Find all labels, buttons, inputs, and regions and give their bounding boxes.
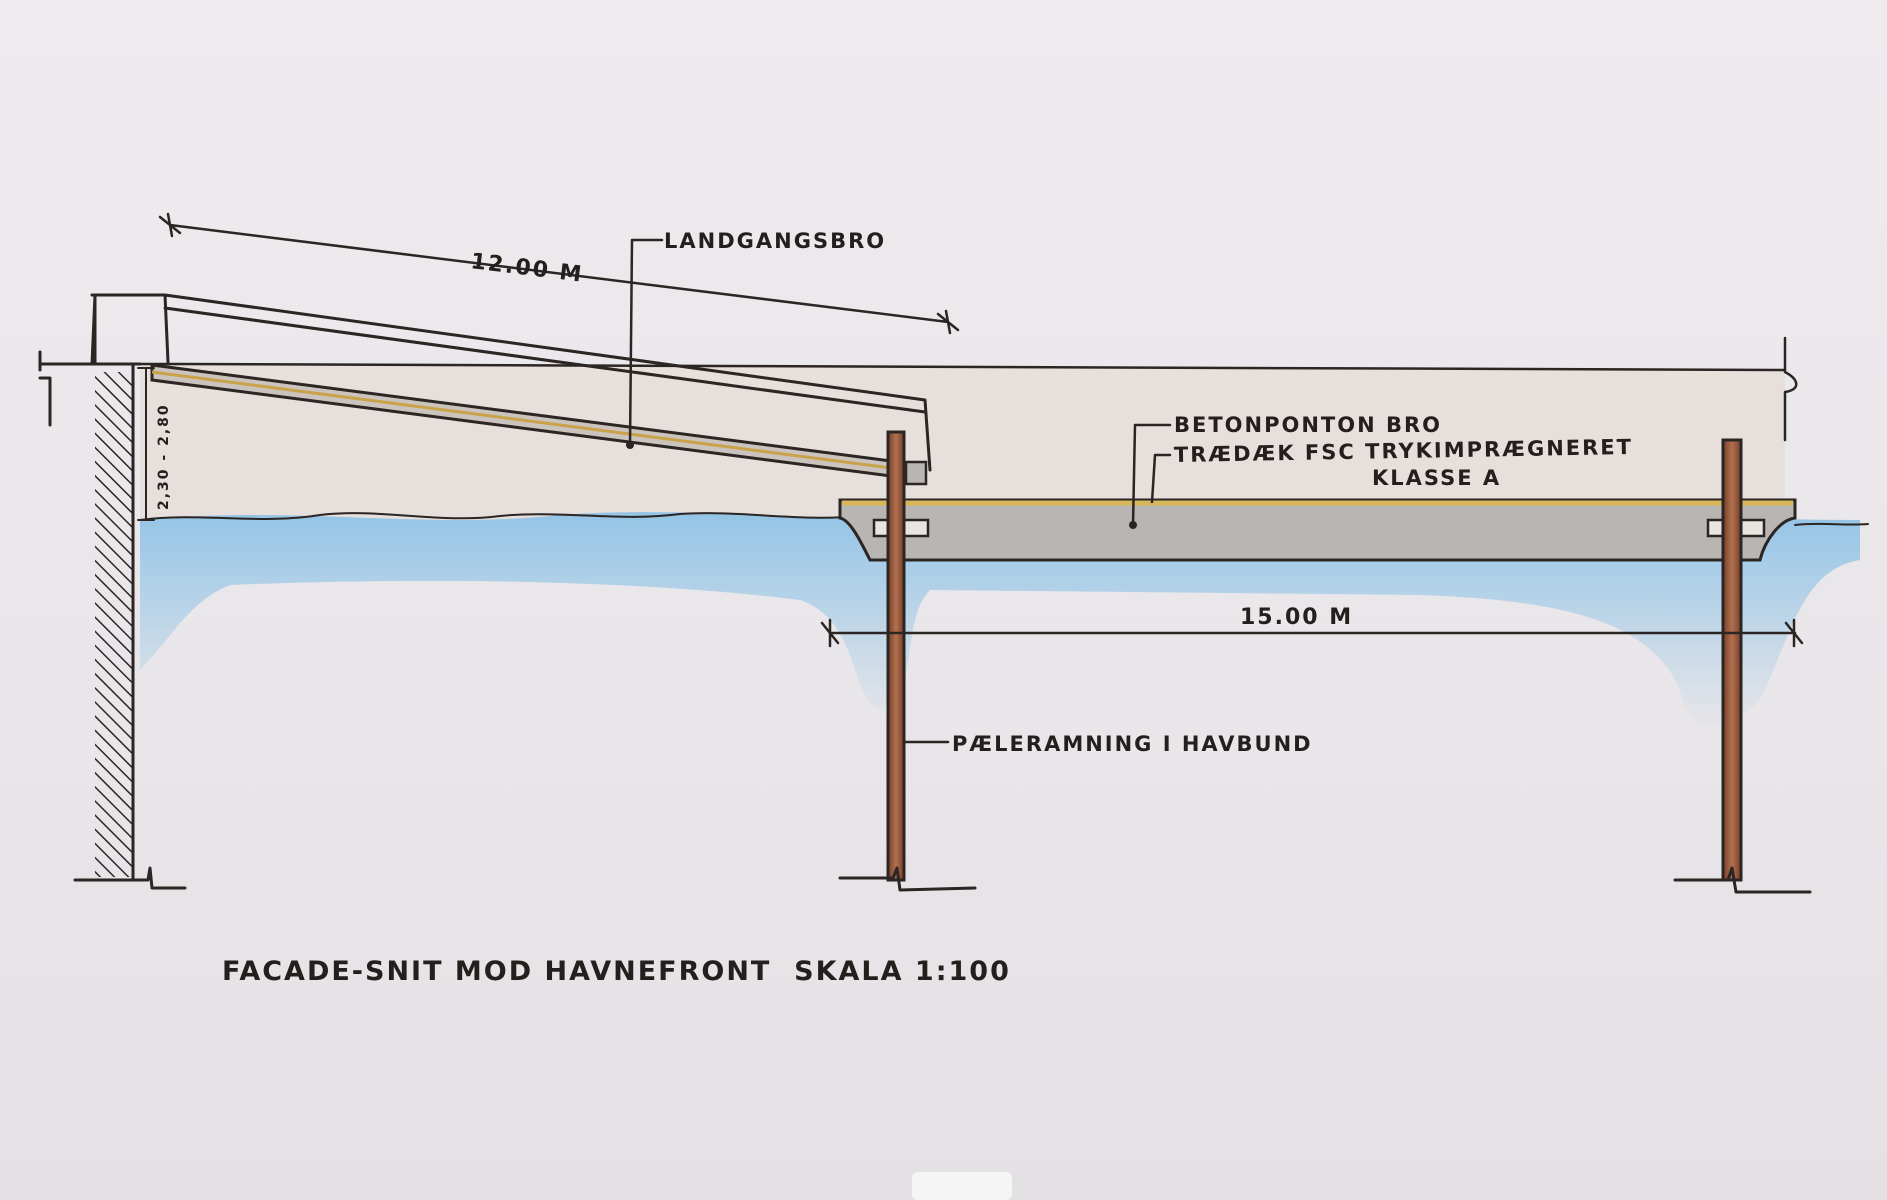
drawing-caption: FACADE-SNIT MOD HAVNEFRONT SKALA 1:100	[222, 956, 1011, 987]
dimension-line-gangway	[158, 212, 960, 335]
gangway-end-bracket	[904, 460, 928, 486]
label-piles: PÆLERAMNING I HAVBUND	[952, 732, 1313, 756]
label-deck-line2: KLASSE A	[1372, 466, 1501, 490]
dimension-height: 2,30 - 2,80	[156, 403, 172, 510]
label-gangway: LANDGANGSBRO	[664, 229, 886, 253]
water-surface	[140, 512, 1860, 729]
leader-dot-pontoon	[1129, 521, 1137, 529]
dimension-pontoon: 15.00 M	[1240, 605, 1353, 630]
pontoon-body	[838, 498, 1797, 562]
level-break-marker	[1783, 336, 1798, 442]
pile-left	[886, 430, 906, 882]
dimension-line-pontoon	[820, 618, 1804, 648]
water-line	[139, 512, 861, 521]
leader-deck	[1150, 453, 1172, 504]
label-pontoon: BETONPONTON BRO	[1174, 413, 1442, 437]
water-line-right	[1794, 522, 1869, 526]
air-band	[140, 365, 1785, 520]
pile-right	[1721, 438, 1743, 882]
dimension-gangway: 12.00 M	[469, 249, 584, 288]
dimension-line-height	[137, 367, 155, 521]
seabed-right	[1673, 866, 1812, 894]
paper-glint	[912, 1172, 1012, 1200]
quay-wall	[38, 350, 187, 890]
leader-dot-gangway	[626, 441, 634, 449]
gangway-deck-wood	[151, 370, 923, 474]
leader-gangway	[628, 238, 664, 447]
seabed-left	[838, 866, 977, 892]
leader-pontoon	[1131, 423, 1172, 527]
gangway-railing	[90, 293, 932, 472]
quay-wall-hatch	[95, 372, 133, 877]
